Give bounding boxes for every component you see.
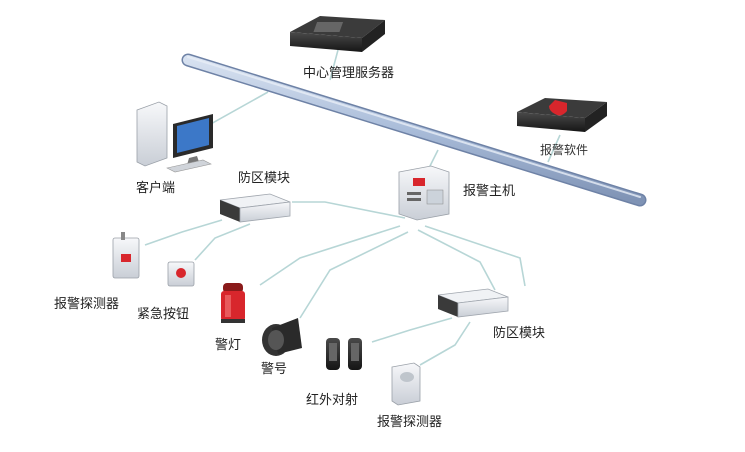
wire-host-zone-bottom [417, 229, 496, 291]
alarm-detector-bottom-label: 报警探测器 [377, 415, 443, 430]
client-label: 客户端 [136, 181, 176, 196]
zone-module-bottom-label: 防区模块 [493, 326, 546, 341]
rack-server-icon [290, 16, 385, 52]
zone-module-icon [437, 288, 509, 318]
wire-zone-button [194, 223, 251, 261]
infrared-beam-label: 红外对射 [306, 393, 359, 408]
smoke-detector-icon [112, 232, 140, 279]
alarm-horn-label: 警号 [261, 362, 288, 377]
alarm-light-label: 警灯 [215, 338, 242, 353]
infrared-beam-icon [326, 338, 362, 370]
zone-module-top-label: 防区模块 [238, 171, 291, 186]
wire-software-bus [547, 134, 561, 163]
emergency-button-icon [167, 261, 195, 287]
alarm-panel-icon [398, 165, 450, 221]
wire-host-zone-top [292, 201, 406, 219]
alarm-host-label: 报警主机 [463, 184, 516, 199]
wire-zone-pir [419, 321, 471, 366]
alarm-detector-left-label: 报警探测器 [54, 297, 120, 312]
alarm-software-label: 报警软件 [540, 143, 589, 157]
wiring [144, 49, 561, 366]
center-server-label: 中心管理服务器 [303, 66, 395, 81]
desktop-pc-icon [136, 101, 213, 173]
wire-server-bus [329, 49, 339, 81]
emergency-button-label: 紧急按钮 [137, 307, 190, 322]
wire-zone-beam [371, 317, 453, 343]
wire-zone-detector [144, 219, 223, 246]
wire-host-horn [299, 231, 409, 319]
zone-module-icon [219, 193, 291, 223]
network-bus [181, 53, 647, 207]
wire-host-zone-bottom-2 [424, 225, 526, 287]
siren-horn-icon [262, 318, 302, 356]
shield-alarm-icon [517, 98, 607, 132]
warning-light-icon [221, 283, 245, 323]
wire-host-light [259, 225, 401, 286]
pir-sensor-icon [391, 362, 421, 406]
